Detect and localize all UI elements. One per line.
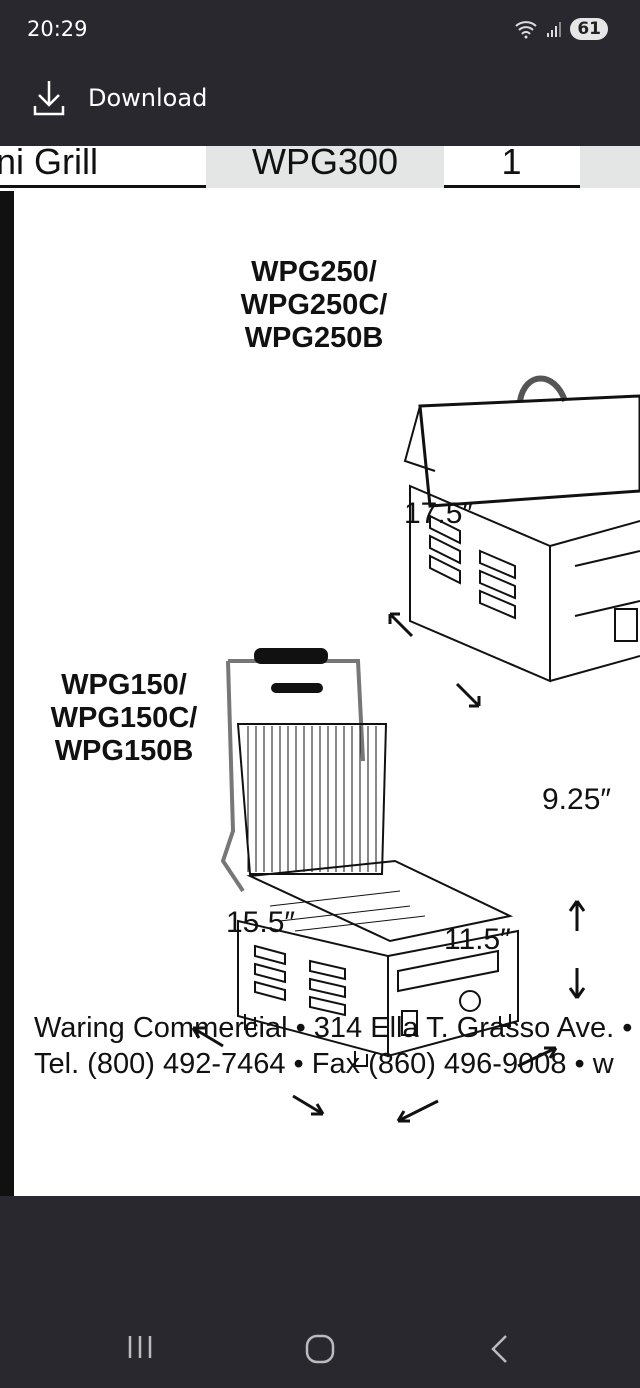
battery-icon: 61 (570, 18, 608, 40)
status-bar: 20:29 61 (0, 0, 640, 60)
model-label: WPG150C/ (50, 702, 198, 734)
footer-contact: Tel. (800) 492-7464 • Fax (860) 496-9008… (34, 1048, 614, 1080)
document-page: WPG250/ WPG250C/ WPG250B 17.5″ WPG150/ W… (0, 191, 640, 1196)
small-grill-drawing (220, 648, 519, 1067)
footer-address: Waring Commercial • 314 Ella T. Grasso A… (34, 1012, 633, 1044)
large-grill-models: WPG250/ WPG250C/ WPG250B (219, 256, 409, 355)
table-row: ni Grill WPG300 1 (0, 146, 640, 188)
large-grill-drawing (403, 375, 640, 683)
download-button[interactable]: Download (32, 78, 207, 118)
shaded-cell (580, 146, 640, 188)
nav-bar (0, 1300, 640, 1388)
model-label: WPG250B (244, 322, 384, 354)
dimension-arrows (191, 612, 586, 1123)
model-label: WPG150/ (61, 669, 187, 701)
download-label: Download (88, 84, 208, 112)
home-icon[interactable] (305, 1334, 335, 1364)
download-icon (33, 81, 65, 116)
recent-apps-icon[interactable] (126, 1334, 154, 1360)
small-grill-models: WPG150/ WPG150C/ WPG150B (29, 669, 219, 768)
product-cell: ni Grill (0, 146, 99, 182)
large-depth-dimension: 17.5″ (404, 497, 474, 530)
small-height-dimension: 9.25″ (542, 783, 612, 816)
model-label: WPG150B (54, 735, 194, 767)
app-bar: Download (0, 60, 640, 146)
model-cell: WPG300 (206, 146, 444, 188)
grill-illustration (191, 375, 640, 1123)
model-label: WPG250C/ (240, 289, 388, 321)
model-label: WPG250/ (251, 256, 377, 288)
small-depth-dimension: 15.5″ (226, 906, 296, 939)
qty-cell: 1 (501, 146, 522, 182)
document-view[interactable]: ni Grill WPG300 1 (0, 146, 640, 1196)
small-width-dimension: 11.5″ (444, 923, 511, 956)
wifi-icon (515, 21, 537, 39)
signal-icon (547, 22, 562, 37)
back-icon[interactable] (488, 1334, 510, 1364)
status-time: 20:29 (27, 17, 88, 41)
